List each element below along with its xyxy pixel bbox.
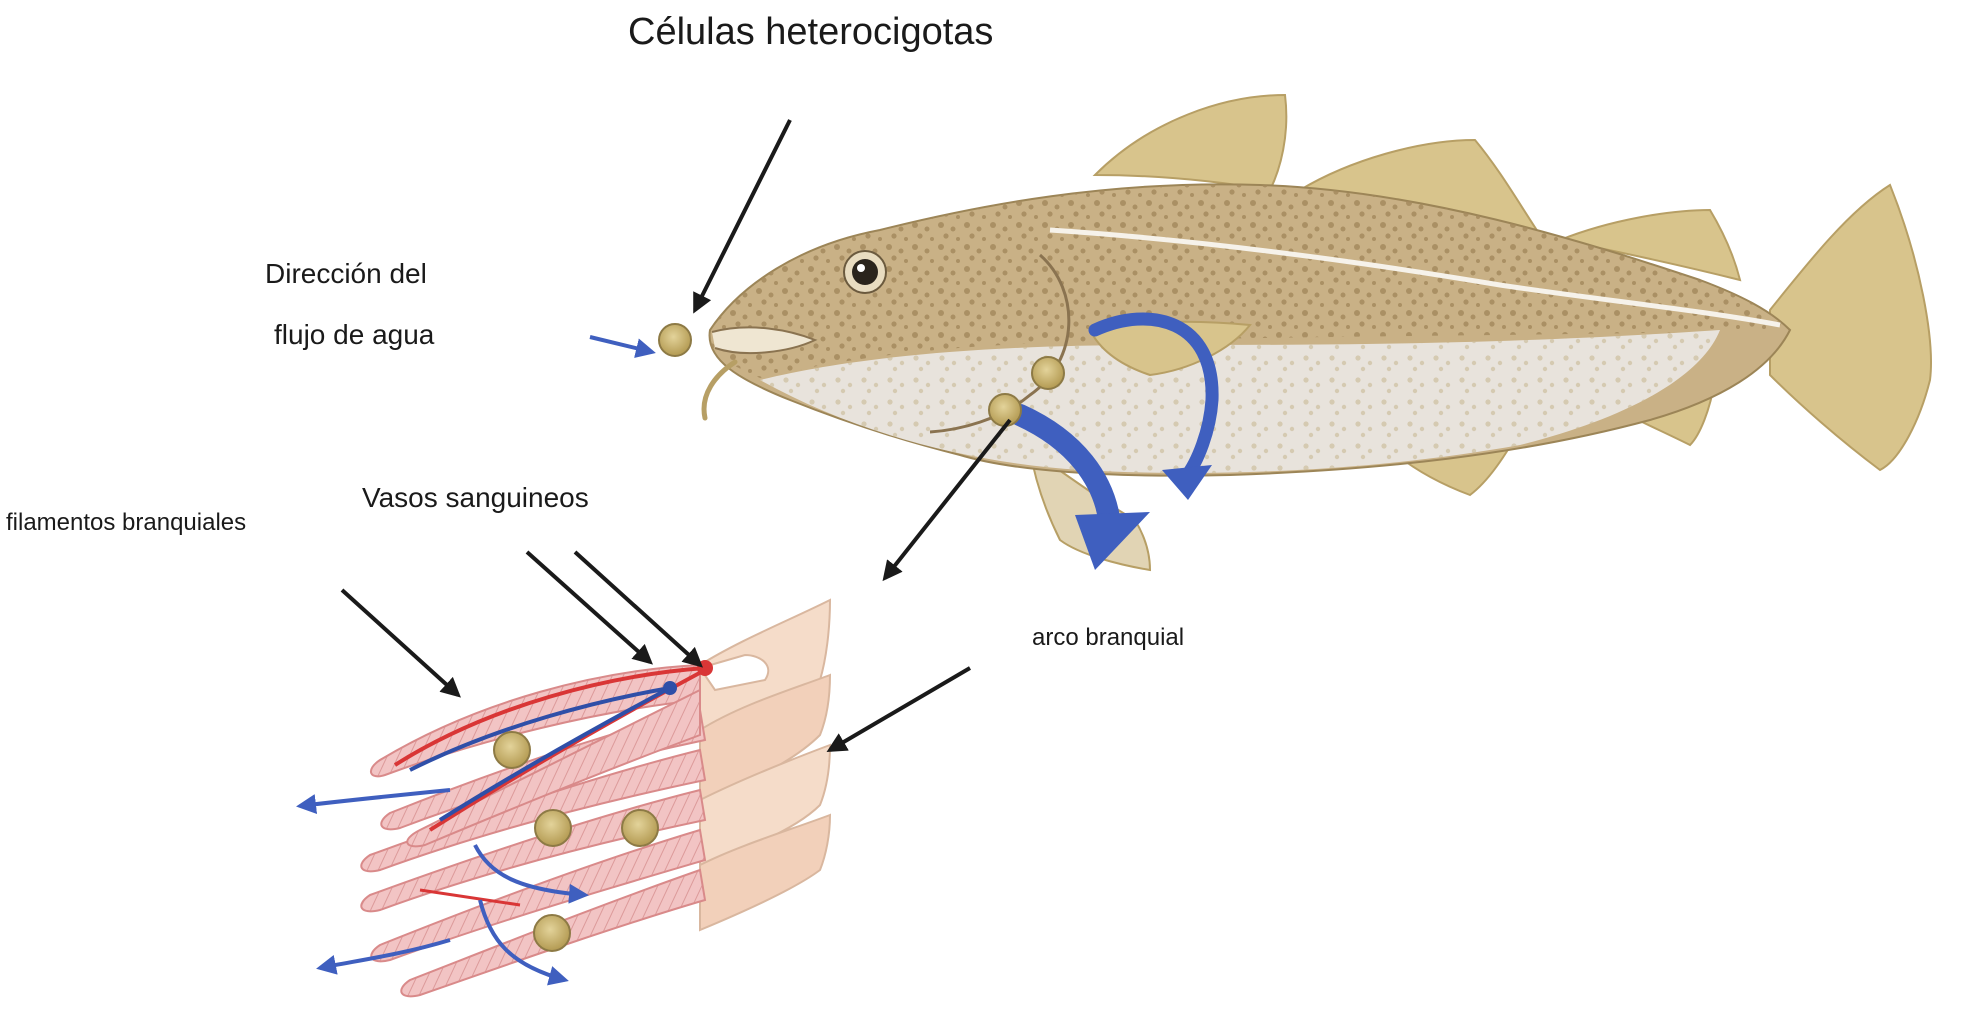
fish bbox=[701, 93, 1932, 572]
label-blood-vessels: Vasos sanguineos bbox=[362, 482, 589, 513]
gill-filament bbox=[360, 788, 707, 913]
pointer-arrows bbox=[340, 119, 1012, 753]
gill-filament bbox=[360, 748, 707, 873]
gill-flow-arrow bbox=[473, 844, 589, 904]
arrow-gill-arch bbox=[826, 666, 972, 753]
blood-vessel-blue bbox=[438, 686, 671, 822]
arrow-heterozygous-cells bbox=[693, 119, 792, 314]
arrow-gill-region bbox=[882, 418, 1012, 582]
label-flow-direction-2: flujo de agua bbox=[274, 319, 435, 350]
barbel bbox=[701, 359, 738, 421]
cell-icon bbox=[534, 809, 572, 847]
blood-vessel-blue bbox=[409, 686, 671, 772]
cell-icon bbox=[988, 393, 1022, 427]
heterozygous-cell-group-fish bbox=[658, 323, 1065, 427]
flow-arrow-over-fin-head bbox=[1162, 465, 1212, 500]
gill-filament-lower bbox=[406, 688, 701, 848]
tail-fin bbox=[1769, 183, 1932, 472]
fish-eye bbox=[843, 250, 887, 294]
label-gill-filaments: filamentos branquiales bbox=[6, 509, 246, 536]
cell-icon bbox=[621, 809, 659, 847]
gill-closeup bbox=[296, 598, 832, 998]
label-heterozygous-cells: Células heterocigotas bbox=[628, 11, 993, 53]
arrow-gill-filaments bbox=[340, 588, 461, 698]
lateral-line bbox=[1049, 227, 1781, 328]
cell-icon bbox=[658, 323, 692, 357]
dorsal-fin-1 bbox=[1092, 93, 1288, 192]
blood-vessel-red bbox=[393, 666, 706, 767]
flow-arrow-inflow bbox=[589, 335, 656, 358]
gill-flow-arrow bbox=[316, 938, 451, 975]
flow-arrow-down bbox=[1009, 404, 1121, 536]
arrow-blood-vessel-2 bbox=[573, 550, 703, 668]
operculum bbox=[929, 253, 1071, 434]
flow-arrow-down-head bbox=[1075, 512, 1150, 570]
vessel-node-blue bbox=[663, 681, 677, 695]
flow-arrow-over-fin bbox=[1088, 312, 1219, 485]
arrow-blood-vessel-1 bbox=[525, 550, 653, 665]
water-flow-arrows bbox=[589, 312, 1219, 570]
cell-icon bbox=[1031, 356, 1065, 390]
cell-icon bbox=[493, 731, 531, 769]
gill-flow-arrow bbox=[478, 899, 569, 986]
label-flow-direction-1: Dirección del bbox=[265, 258, 427, 289]
gill-flow-arrow bbox=[296, 788, 451, 815]
dorsal-fin-3 bbox=[1556, 208, 1742, 282]
cell-icon bbox=[533, 914, 571, 952]
label-gill-arch: arco branquial bbox=[1032, 624, 1184, 651]
fish-mouth bbox=[711, 326, 818, 355]
